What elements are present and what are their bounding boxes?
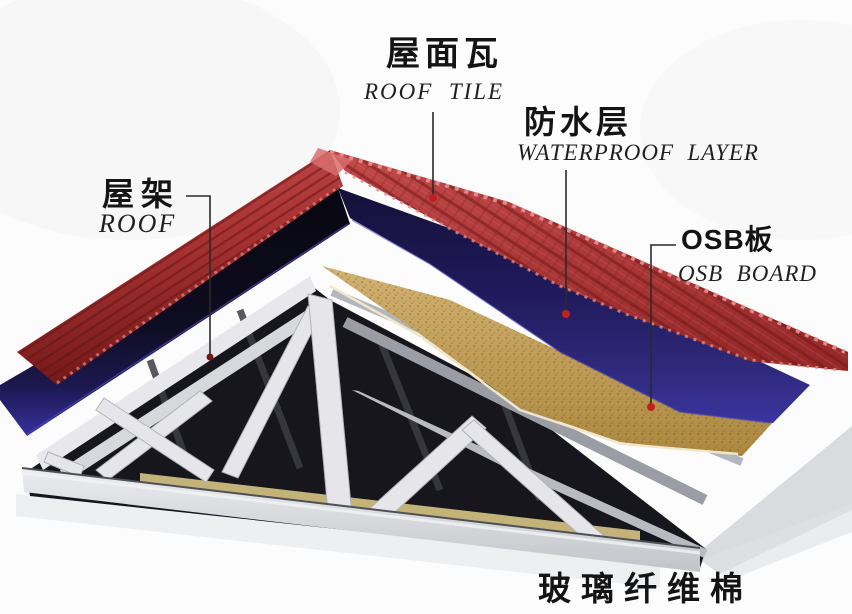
leader-roof-truss	[186, 195, 211, 356]
label-osb-board-zh: OSB板	[681, 224, 774, 255]
leader-dot-osb-board	[647, 403, 655, 411]
label-osb-board-en: OSB BOARD	[678, 261, 818, 286]
leader-dot-waterproof	[562, 310, 570, 318]
label-waterproof-en: WATERPROOF LAYER	[517, 140, 759, 165]
leader-dot-roof-tile	[429, 194, 437, 202]
steel-truss	[21, 276, 755, 572]
leader-osb-board	[650, 244, 676, 406]
label-waterproof-zh: 防水层	[524, 104, 633, 140]
ground-shadow	[16, 426, 852, 588]
label-roof-truss-zh: 屋架	[102, 176, 181, 212]
label-roof-truss-en: ROOF	[99, 209, 177, 238]
label-roof-tile-zh: 屋面瓦	[386, 36, 503, 73]
leader-dot-roof-truss	[206, 353, 214, 361]
waterproof-layer-shape	[0, 188, 810, 436]
leader-lines	[186, 112, 676, 411]
roof-tile-layer	[17, 148, 848, 385]
label-roof-tile-en: ROOF TILE	[364, 79, 505, 104]
label-fiberglass-wool-zh: 玻璃纤维棉	[538, 572, 753, 608]
osb-board-layer	[322, 266, 775, 456]
